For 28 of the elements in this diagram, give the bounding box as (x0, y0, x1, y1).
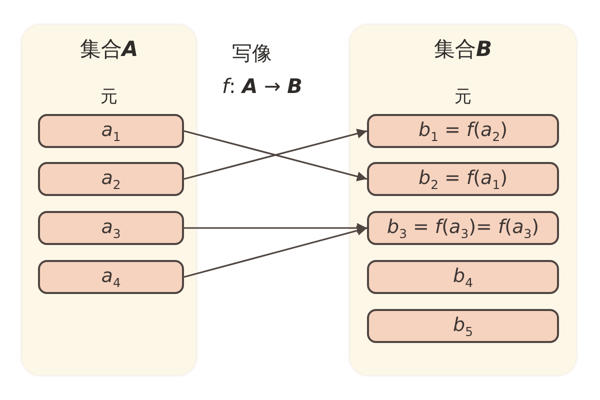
element-label: b$_{3}$ = f(a$_{3}$)= f(a$_{3}$) (387, 216, 539, 240)
element-label: a$_{4}$ (101, 264, 121, 290)
mapping-formula: f: A → B (222, 74, 302, 98)
elements-heading: 元 (454, 86, 472, 108)
element-label: a$_{3}$ (101, 216, 121, 240)
set-heading: 集合A (80, 36, 138, 63)
element-label: b$_{2}$ = f(a$_{1}$) (418, 166, 508, 192)
element-box (38, 260, 184, 294)
element-box (367, 162, 559, 196)
element-label: b$_{4}$ (453, 264, 473, 290)
set-panel (350, 25, 576, 375)
elements-heading: 元 (100, 86, 118, 108)
element-label: a$_{1}$ (101, 118, 121, 144)
element-box (367, 309, 559, 343)
element-box (38, 162, 184, 196)
element-label: a$_{2}$ (101, 166, 121, 192)
element-box (38, 211, 184, 245)
set-panel (22, 25, 196, 375)
arrow (184, 223, 367, 233)
element-label: b$_{5}$ (453, 314, 473, 338)
mapping-title: 写像 (232, 40, 272, 67)
element-box (38, 114, 184, 148)
set-heading: 集合B (434, 36, 492, 63)
element-label: b$_{1}$ = f(a$_{2}$) (418, 118, 508, 144)
element-box (367, 211, 559, 245)
arrow (184, 226, 368, 278)
element-box (367, 114, 559, 148)
element-box (367, 260, 559, 294)
